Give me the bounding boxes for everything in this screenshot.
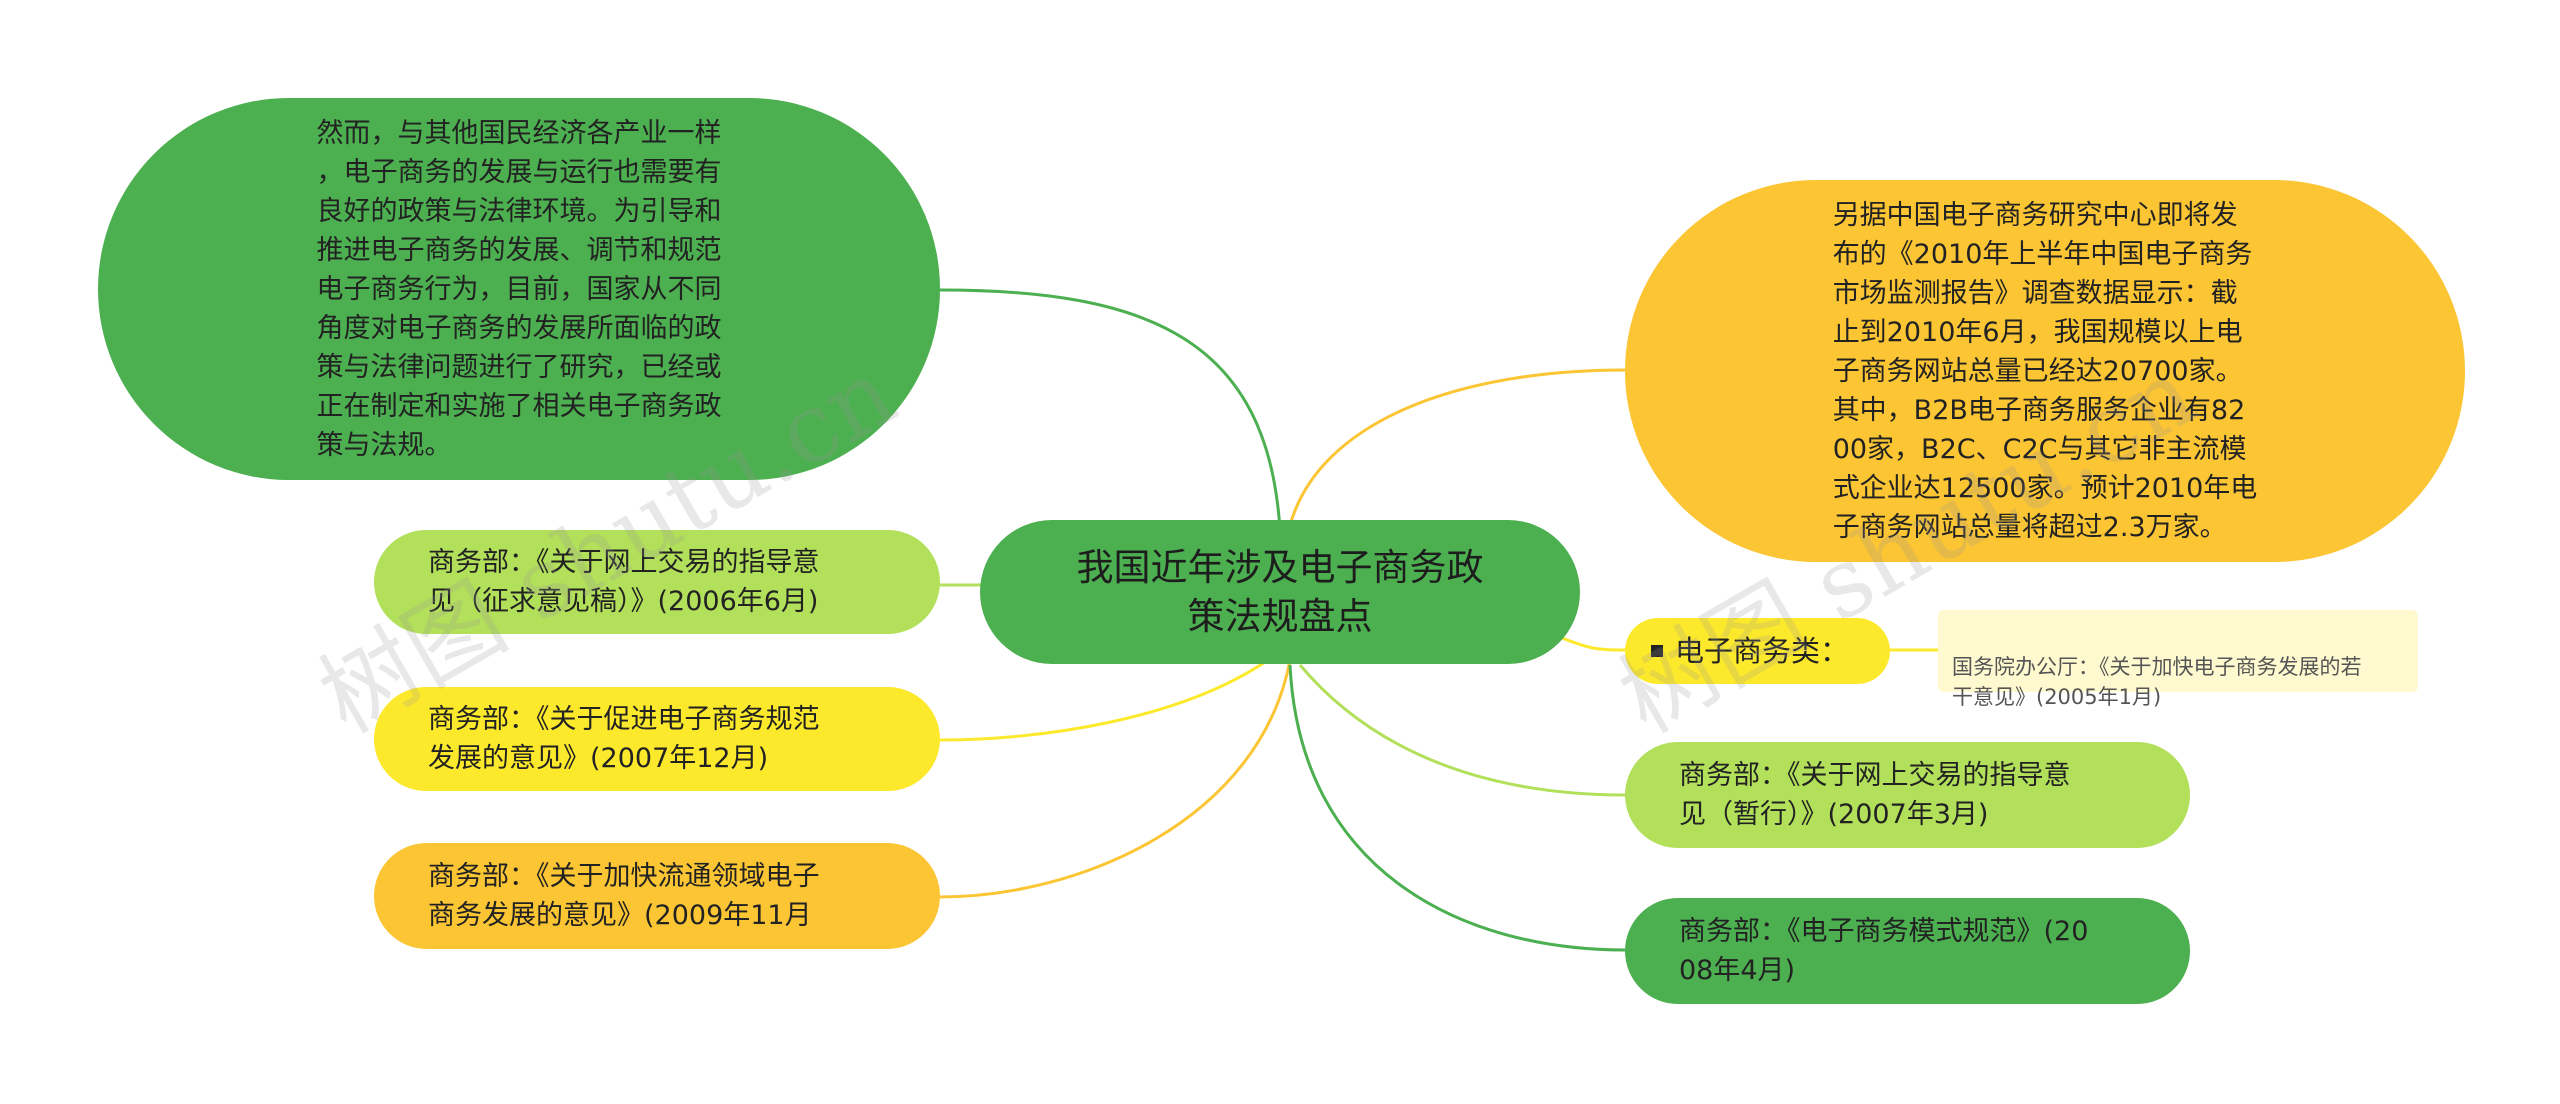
left-policy-item-3[interactable]: 商务部：《关于加快流通领域电子 商务发展的意见》(2009年11月 bbox=[374, 843, 940, 949]
intro-text: 然而，与其他国民经济各产业一样 ，电子商务的发展与运行也需要有 良好的政策与法律… bbox=[316, 117, 722, 461]
category-note[interactable]: 国务院办公厅：《关于加快电子商务发展的若 干意见》(2005年1月) bbox=[1938, 610, 2418, 709]
central-topic-title: 我国近年涉及电子商务政 策法规盘点 bbox=[1076, 546, 1484, 638]
left-policy-item-1[interactable]: 商务部：《关于网上交易的指导意 见（征求意见稿）》(2006年6月) bbox=[374, 530, 940, 634]
right-policy-item-2[interactable]: 商务部：《电子商务模式规范》(20 08年4月) bbox=[1625, 898, 2190, 1004]
link-intro bbox=[939, 288, 1282, 531]
left-policy-item-2-text: 商务部：《关于促进电子商务规范 发展的意见》(2007年12月) bbox=[428, 704, 820, 774]
left-policy-item-2[interactable]: 商务部：《关于促进电子商务规范 发展的意见》(2007年12月) bbox=[374, 687, 940, 791]
central-topic[interactable]: 我国近年涉及电子商务政 策法规盘点 bbox=[980, 520, 1580, 664]
left-policy-item-3-text: 商务部：《关于加快流通领域电子 商务发展的意见》(2009年11月 bbox=[428, 861, 820, 931]
link-report bbox=[1288, 368, 1626, 526]
category-label: 电子商务类： bbox=[1675, 633, 1850, 668]
link-left-item2 bbox=[939, 658, 1269, 742]
right-policy-item-1-text: 商务部：《关于网上交易的指导意 见（暂行）》(2007年3月) bbox=[1679, 760, 2071, 830]
square-bullet-icon bbox=[1651, 645, 1663, 657]
report-node[interactable]: 另据中国电子商务研究中心即将发 布的《2010年上半年中国电子商务 市场监测报告… bbox=[1625, 180, 2465, 562]
right-policy-item-1[interactable]: 商务部：《关于网上交易的指导意 见（暂行）》(2007年3月) bbox=[1625, 742, 2190, 848]
link-right-item2 bbox=[1288, 664, 1626, 952]
link-category bbox=[1554, 633, 1626, 652]
link-left-item3 bbox=[939, 659, 1292, 899]
right-policy-item-2-text: 商务部：《电子商务模式规范》(20 08年4月) bbox=[1679, 916, 2089, 986]
report-text: 另据中国电子商务研究中心即将发 布的《2010年上半年中国电子商务 市场监测报告… bbox=[1832, 199, 2258, 543]
intro-node[interactable]: 然而，与其他国民经济各产业一样 ，电子商务的发展与运行也需要有 良好的政策与法律… bbox=[98, 98, 940, 480]
left-policy-item-1-text: 商务部：《关于网上交易的指导意 见（征求意见稿）》(2006年6月) bbox=[428, 547, 820, 617]
link-right-item1 bbox=[1298, 664, 1626, 797]
category-note-text: 国务院办公厅：《关于加快电子商务发展的若 干意见》(2005年1月) bbox=[1952, 655, 2362, 709]
category-node[interactable]: 电子商务类： bbox=[1625, 618, 1890, 684]
